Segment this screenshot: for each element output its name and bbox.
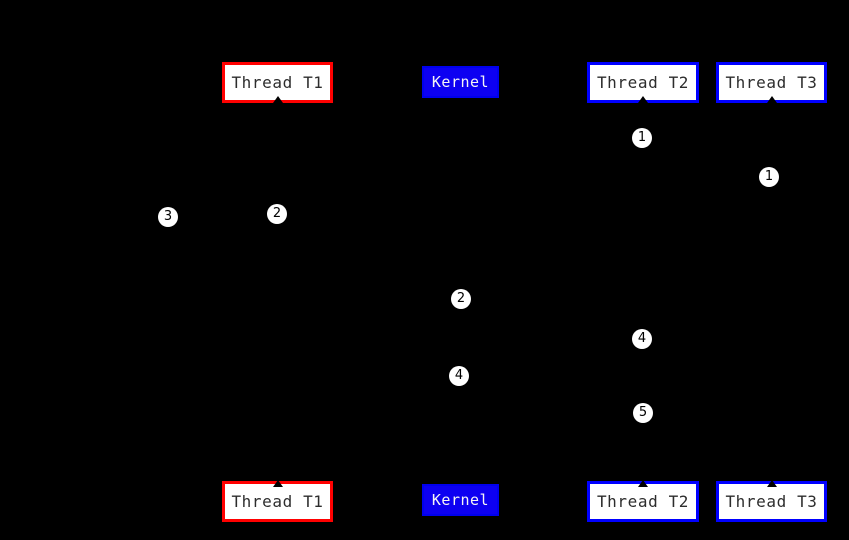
actor-label-thread-t3: Thread T3 bbox=[725, 73, 818, 92]
lifeline-tick-icon bbox=[638, 96, 648, 103]
actor-label-thread-t2: Thread T2 bbox=[596, 73, 690, 92]
actor-box-kernel-bottom: Kernel bbox=[422, 484, 499, 516]
actor-box-thread-t3-top: Thread T3 bbox=[716, 62, 827, 103]
actor-label-thread-t1: Thread T1 bbox=[231, 73, 324, 92]
step-marker: 1 bbox=[632, 128, 652, 148]
actor-box-thread-t2-bottom: Thread T2 bbox=[587, 480, 699, 522]
step-marker: 2 bbox=[451, 289, 471, 309]
step-marker: 4 bbox=[632, 329, 652, 349]
actor-box-thread-t1-bottom: Thread T1 bbox=[222, 480, 333, 522]
step-marker: 4 bbox=[449, 366, 469, 386]
actor-box-thread-t3-bottom: Thread T3 bbox=[716, 480, 827, 522]
actor-box-thread-t2-top: Thread T2 bbox=[587, 62, 699, 103]
actor-label-kernel: Kernel bbox=[431, 491, 490, 509]
lifeline-tick-icon bbox=[272, 480, 283, 487]
step-marker: 3 bbox=[158, 207, 178, 227]
step-marker: 2 bbox=[267, 204, 287, 224]
actor-label-thread-t3: Thread T3 bbox=[725, 492, 818, 511]
actor-box-thread-t1-top: Thread T1 bbox=[222, 62, 333, 103]
lifeline-tick-icon bbox=[766, 96, 777, 103]
step-marker: 5 bbox=[633, 403, 653, 423]
actor-label-thread-t1: Thread T1 bbox=[231, 492, 324, 511]
actor-label-kernel: Kernel bbox=[431, 73, 490, 91]
lifeline-tick-icon bbox=[766, 480, 777, 487]
lifeline-tick-icon bbox=[272, 96, 283, 103]
actor-box-kernel-top: Kernel bbox=[422, 66, 499, 98]
actor-label-thread-t2: Thread T2 bbox=[596, 492, 690, 511]
step-marker: 1 bbox=[759, 167, 779, 187]
lifeline-tick-icon bbox=[638, 480, 648, 487]
